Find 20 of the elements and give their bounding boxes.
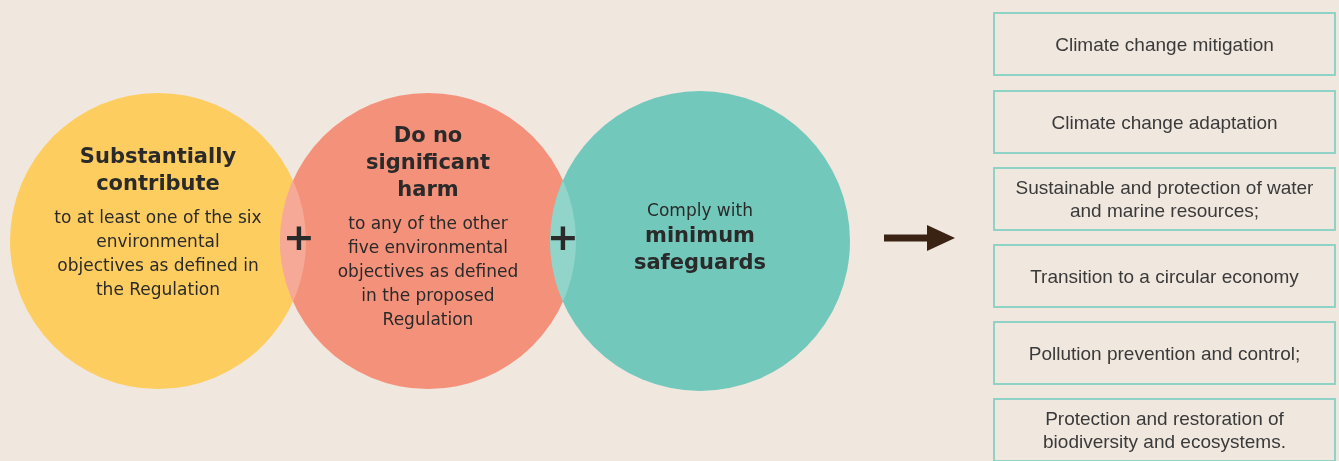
objective-text: Climate change mitigation xyxy=(1055,32,1274,56)
objective-box xyxy=(993,90,1336,154)
plus-sign: + xyxy=(547,218,577,256)
circle-heading: Substantially contribute xyxy=(78,143,238,197)
objective-box xyxy=(993,321,1336,385)
objective-box xyxy=(993,167,1336,231)
objective-text: Transition to a circular economy xyxy=(1030,264,1299,288)
circle-text: Comply with xyxy=(646,199,754,222)
circle-text: to any of the other five environmental objectives as defined in the proposed Regulation xyxy=(336,211,520,331)
objective-box xyxy=(993,12,1336,76)
plus-sign: + xyxy=(283,218,313,256)
objective-text: Climate change adaptation xyxy=(1051,110,1278,134)
objective-text: Protection and restoration of biodiversity and ecosystems. xyxy=(1042,407,1287,453)
objective-box xyxy=(993,244,1336,308)
circle-heading: minimum safeguards xyxy=(632,222,768,276)
objective-text: Pollution prevention and control; xyxy=(1028,341,1301,365)
objective-text: Sustainable and protection of water and marine resources; xyxy=(1014,176,1315,222)
objective-box xyxy=(993,398,1336,461)
circle-heading: Do no significant harm xyxy=(364,121,492,203)
circle-text: to at least one of the six environmental objectives as defined in the Regulation xyxy=(53,206,263,301)
